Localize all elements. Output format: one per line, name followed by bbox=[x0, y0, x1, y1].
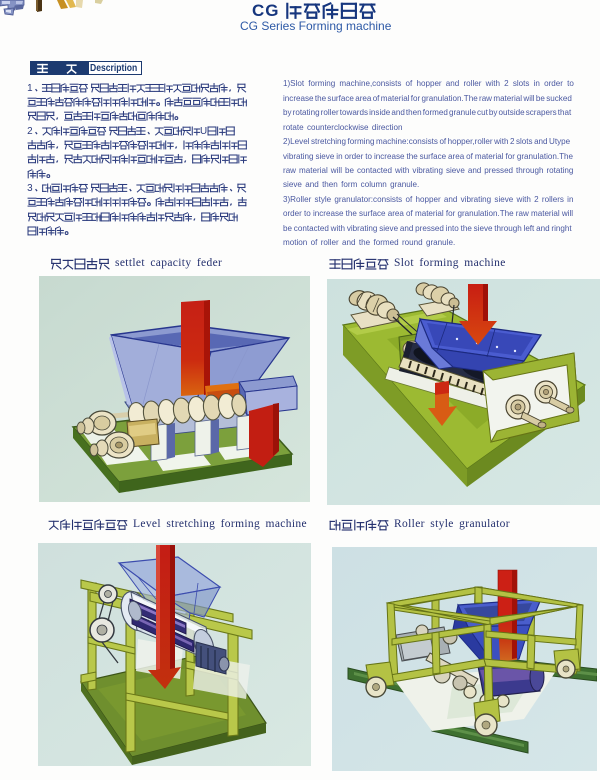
svg-text:3: 3 bbox=[27, 183, 33, 194]
svg-text:C: C bbox=[252, 1, 264, 20]
svg-text:1: 1 bbox=[27, 83, 33, 94]
svg-text:2: 2 bbox=[27, 126, 32, 137]
svg-text:G: G bbox=[265, 1, 278, 20]
svg-text:U: U bbox=[200, 126, 207, 137]
